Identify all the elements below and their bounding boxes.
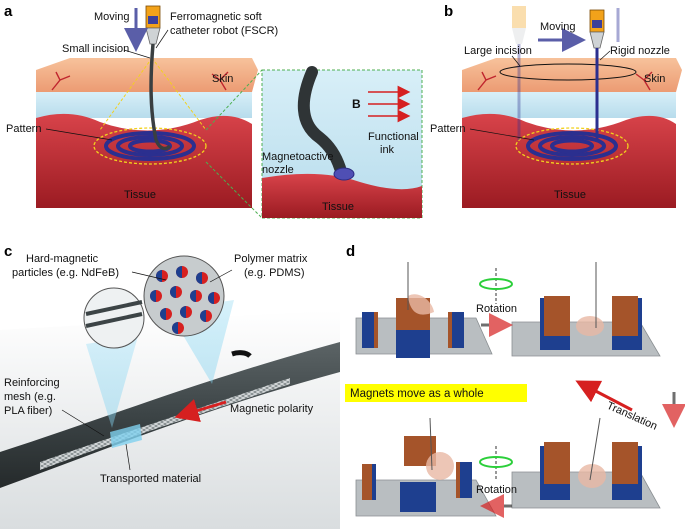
syringe-ink — [148, 16, 158, 24]
mesh-fiber — [85, 300, 143, 328]
catheter-cross-section — [0, 342, 340, 488]
label-nozzle-1: Magnetoactive — [262, 151, 334, 163]
leader-incision-b — [511, 55, 521, 67]
label-tissue-a: Tissue — [124, 189, 156, 201]
label-field-b: B — [352, 97, 361, 111]
leader-mesh — [61, 409, 105, 437]
label-tissue-inset: Tissue — [322, 201, 354, 213]
rotation-indicator-top — [479, 268, 513, 337]
panel-a: a — [4, 3, 423, 219]
label-matrix-2: (e.g. PDMS) — [244, 267, 305, 279]
label-mesh-3: PLA fiber) — [4, 405, 52, 417]
setup-bottom-left — [355, 417, 497, 517]
inset-tissue — [262, 173, 422, 218]
leader-pattern-a — [45, 128, 113, 141]
vessel-right-b — [635, 71, 653, 91]
inset-connector — [205, 69, 263, 219]
label-particles-2: particles (e.g. NdFeB) — [12, 267, 119, 279]
leader-nozzle-b — [599, 50, 611, 61]
catheter-tube — [149, 43, 172, 151]
label-ink-2: ink — [380, 144, 395, 156]
spiral-pattern-b — [515, 127, 629, 165]
setup-bottom-right — [511, 417, 661, 509]
mesh-beam — [86, 336, 138, 428]
label-ink-1: Functional — [368, 131, 419, 143]
panel-a-inset: B Magnetoactive nozzle Functional ink Ti… — [261, 66, 423, 219]
leader-fscr — [155, 29, 169, 49]
setup-top-left — [355, 262, 493, 358]
leader-transported — [125, 443, 131, 471]
label-fscr-1: Ferromagnetic soft — [170, 11, 262, 23]
vessel-right — [211, 71, 229, 91]
label-incision-b: Large incision — [464, 45, 532, 57]
label-transported: Transported material — [100, 473, 201, 485]
inset-catheter — [297, 66, 346, 174]
vessel-left — [51, 71, 71, 91]
label-translation: Translation — [605, 400, 659, 433]
projection-lines — [99, 57, 207, 131]
panel-d: d — [345, 243, 685, 518]
label-moving-b: Moving — [540, 21, 575, 33]
panel-b: b — [430, 3, 682, 208]
vessel-left-b — [477, 71, 497, 91]
reinforcing-mesh — [40, 378, 290, 470]
label-rotation-bottom: Rotation — [476, 484, 517, 496]
panel-b-letter: b — [444, 3, 453, 20]
fluid-layer-b — [462, 92, 676, 118]
panel-a-letter: a — [4, 3, 13, 20]
leader-incision-a — [123, 49, 151, 59]
label-polarity: Magnetic polarity — [230, 403, 314, 415]
large-incision-outline — [499, 63, 637, 81]
panel-c: c — [0, 243, 340, 529]
label-mesh-2: mesh (e.g. — [4, 391, 56, 403]
leader-matrix — [209, 269, 233, 283]
mesh-magnifier — [83, 287, 145, 428]
translation-arrow — [575, 380, 633, 412]
label-incision-a: Small incision — [62, 43, 129, 55]
label-fscr-2: catheter robot (FSCR) — [170, 25, 278, 37]
tip-band — [231, 350, 252, 358]
leader-pattern-b — [469, 128, 535, 141]
polarity-arrow — [174, 399, 227, 423]
leader-particles — [131, 271, 167, 281]
skin-layer — [36, 58, 258, 92]
panel-b-body-block — [462, 58, 682, 208]
panel-d-letter: d — [346, 243, 355, 260]
fluid-layer — [36, 92, 252, 118]
highlight-box — [345, 384, 527, 402]
label-skin-b: Skin — [644, 73, 665, 85]
panel-c-letter: c — [4, 243, 12, 260]
rigid-nozzle — [589, 8, 620, 142]
transported-material-blob — [110, 424, 142, 448]
label-whole: Magnets move as a whole — [350, 388, 484, 400]
rotation-indicator-bottom — [479, 446, 513, 518]
label-rotation-top: Rotation — [476, 303, 517, 315]
label-nozzle-2: nozzle — [262, 164, 294, 176]
panel-a-body-block — [36, 57, 263, 219]
label-particles-1: Hard-magnetic — [26, 253, 99, 265]
rigid-nozzle-previous — [512, 6, 526, 140]
setup-top-right — [511, 262, 661, 357]
label-skin-a: Skin — [212, 73, 233, 85]
label-tissue-b: Tissue — [554, 189, 586, 201]
particle-magnifier — [143, 255, 234, 384]
syringe-tip — [145, 27, 161, 45]
label-moving-a: Moving — [94, 11, 129, 23]
label-mesh-1: Reinforcing — [4, 377, 60, 389]
fscr-device — [124, 5, 172, 151]
inset-ink-drop — [333, 167, 355, 181]
label-pattern-b: Pattern — [430, 123, 465, 135]
label-nozzle-b: Rigid nozzle — [610, 45, 670, 57]
label-pattern-a: Pattern — [6, 123, 41, 135]
label-matrix-1: Polymer matrix — [234, 253, 308, 265]
